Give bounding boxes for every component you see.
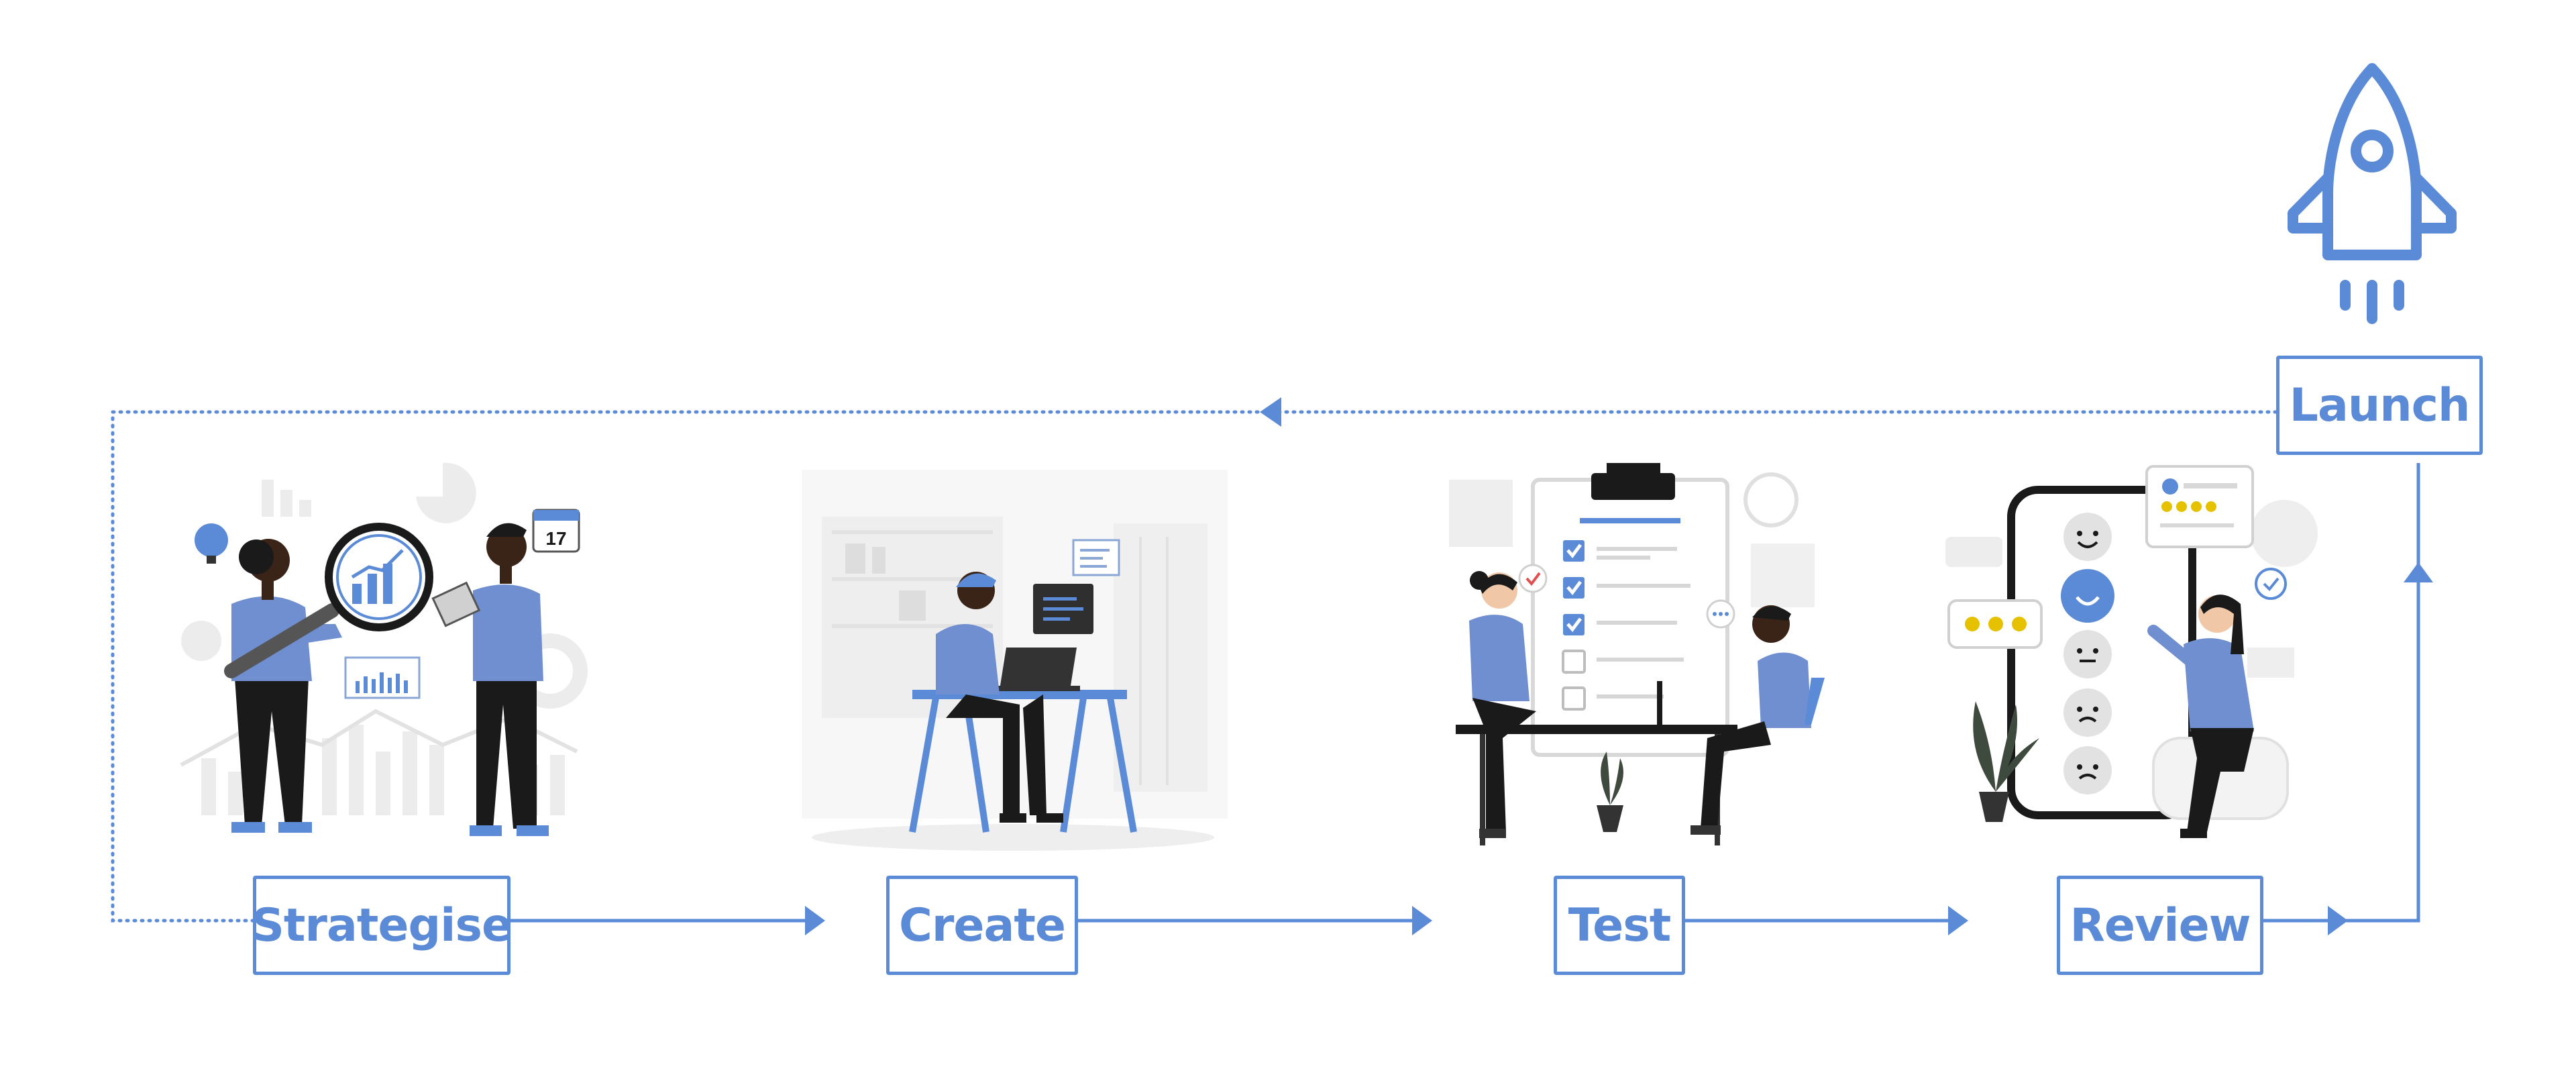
star-rating-icon — [2145, 465, 2254, 548]
feedback-loop-head — [1260, 397, 1281, 427]
calendar-icon: 17 — [532, 509, 580, 553]
clipboard-icon — [1531, 463, 1729, 757]
rocket-icon — [2288, 63, 2457, 324]
step-strategise: Strategise — [252, 876, 513, 975]
calendar-day: 17 — [545, 528, 566, 549]
step-test: Test — [1554, 876, 1685, 975]
laptop-icon — [1000, 648, 1077, 690]
arrow-create-to-test-head — [1412, 906, 1432, 935]
arrow-strategise-to-create-head — [805, 906, 825, 935]
arrow-review-to-launch-mid-head — [2328, 906, 2348, 935]
strategise-illustration: 17 — [180, 462, 588, 836]
test-illustration — [1449, 463, 1825, 845]
code-window-icon — [1072, 539, 1120, 576]
review-illustration — [1945, 465, 2318, 838]
arrow-review-to-launch — [2263, 463, 2420, 923]
create-illustration — [802, 470, 1228, 851]
man-with-tablet — [431, 523, 549, 836]
arrow-review-to-launch-up-head — [2404, 562, 2433, 582]
step-review: Review — [2057, 876, 2263, 975]
step-launch: Launch — [2276, 356, 2483, 455]
arrow-test-to-review-head — [1948, 906, 1968, 935]
connectors — [111, 397, 2433, 935]
step-create: Create — [886, 876, 1078, 975]
